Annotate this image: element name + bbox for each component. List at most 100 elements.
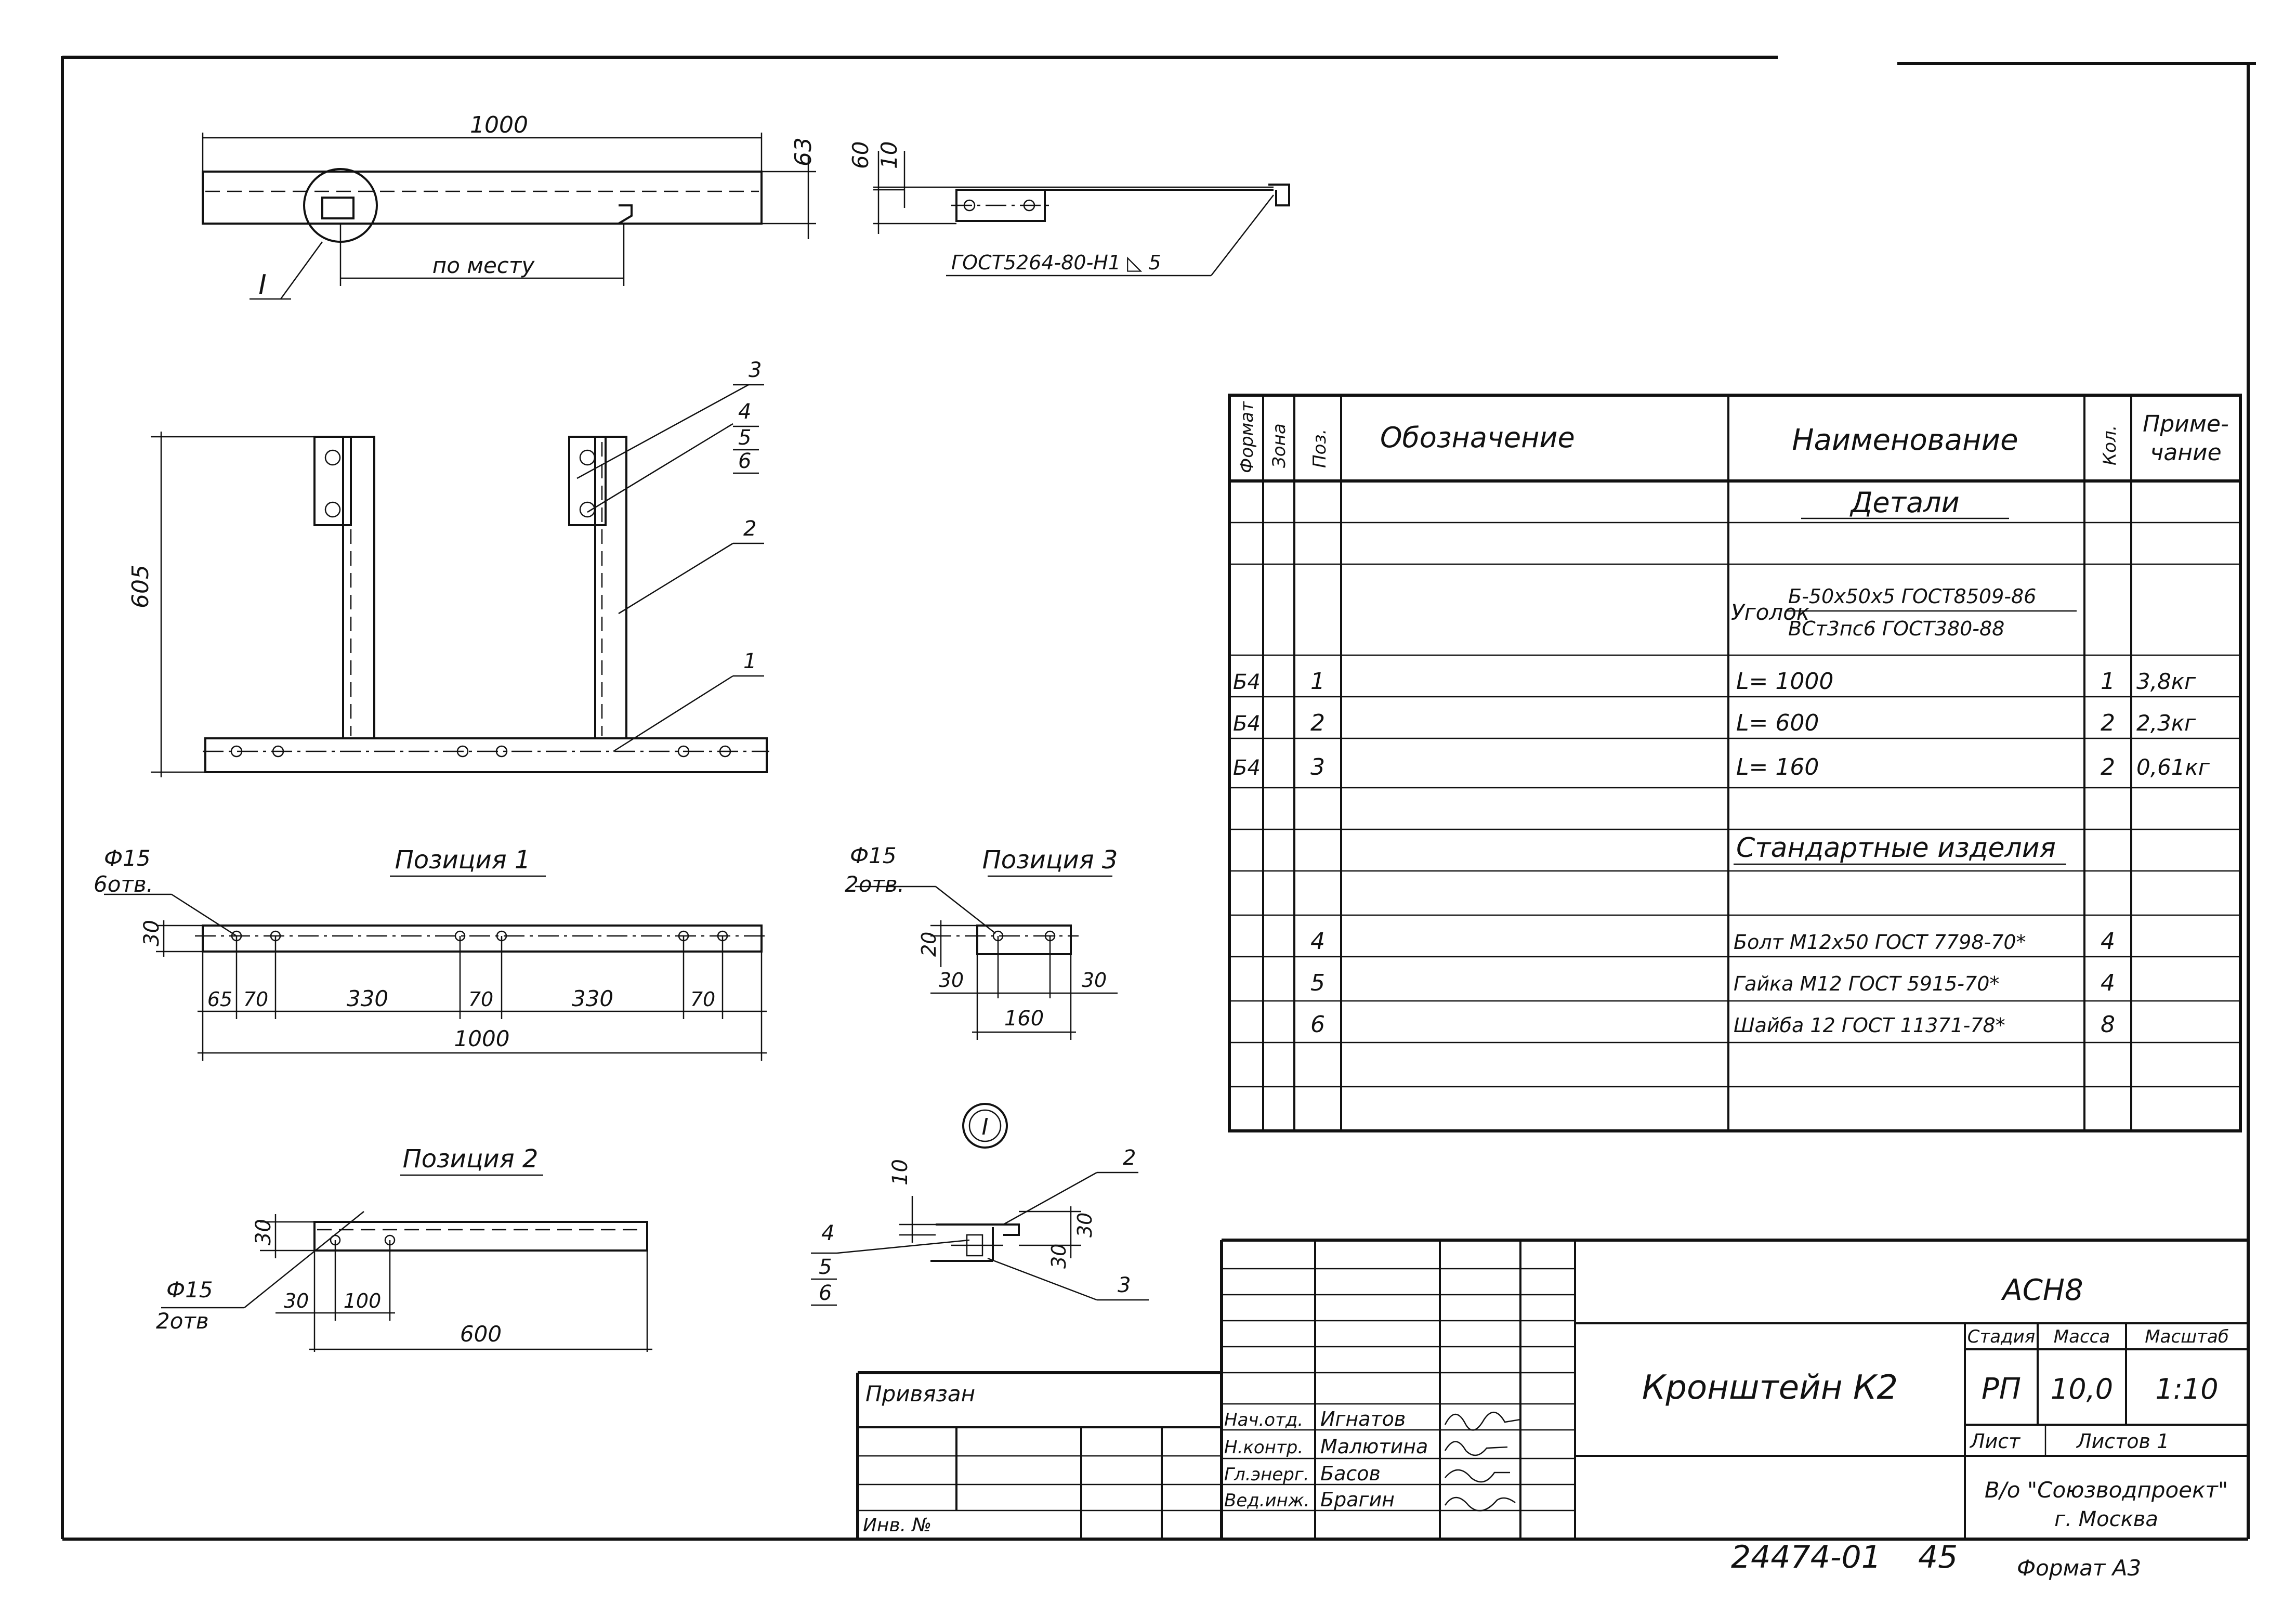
pos3-dim-20: 20 — [917, 932, 940, 957]
tb-code: АСН8 — [2001, 1273, 2083, 1307]
tb-stage: РП — [1982, 1372, 2021, 1406]
row2-qty: 2 — [2101, 710, 2115, 736]
hdr-zone: Зона — [1269, 423, 1290, 468]
tb-scale-label: Масштаб — [2145, 1326, 2229, 1347]
std3-qty: 8 — [2101, 1011, 2115, 1038]
std3-pos: 6 — [1310, 1011, 1325, 1038]
row1-note: 3,8кг — [2136, 669, 2196, 694]
pos1-dim-65: 65 — [207, 988, 232, 1011]
signatures — [1444, 1411, 1521, 1512]
tb-stage-label: Стадия — [1967, 1326, 2035, 1347]
row2-format: Б4 — [1233, 712, 1261, 736]
std1-qty: 4 — [2101, 928, 2115, 955]
hdr-name: Наименование — [1792, 423, 2018, 457]
row3-name: L= 160 — [1736, 754, 1819, 780]
tb-name-1: Игнатов — [1320, 1408, 1406, 1430]
material-top: Б-50х50х5 ГОСТ8509-86 — [1788, 585, 2036, 608]
side-dim-60: 60 — [848, 141, 873, 169]
detail-dim-30b: 30 — [1073, 1213, 1096, 1238]
detail-dim-10: 10 — [888, 1159, 912, 1186]
border-frame — [61, 56, 2256, 1541]
title-block: АСН8 Кронштейн К2 Стадия Масса Масштаб Р… — [856, 1239, 2248, 1539]
pos1-dim-70c: 70 — [690, 988, 715, 1011]
pos2-dim-100: 100 — [344, 1290, 382, 1312]
tb-inv-no: Инв. № — [863, 1515, 931, 1536]
pos3-title: Позиция 3 — [982, 845, 1118, 875]
tb-role-1: Нач.отд. — [1224, 1410, 1303, 1430]
tb-scale: 1:10 — [2155, 1373, 2218, 1405]
front-view: 605 3 4 5 6 2 1 — [127, 358, 769, 777]
pos1-dim-width: 30 — [140, 920, 164, 946]
weld-note: ГОСТ5264-80-Н1 ◺ 5 — [951, 251, 1161, 274]
footer-format: Формат А3 — [2017, 1555, 2141, 1581]
pos1-dim-70a: 70 — [243, 988, 268, 1011]
detail-label: I — [982, 1114, 989, 1140]
pos3-dim-30-right: 30 — [1082, 969, 1107, 992]
row1-name: L= 1000 — [1736, 668, 1833, 695]
std3-name: Шайба 12 ГОСТ 11371-78* — [1734, 1014, 2005, 1037]
std1-pos: 4 — [1310, 928, 1325, 955]
pos2-title: Позиция 2 — [403, 1144, 539, 1174]
top-callout: I — [258, 269, 266, 301]
tb-name-4: Брагин — [1320, 1488, 1395, 1511]
pos3-hole-count: 2отв. — [845, 871, 904, 897]
side-view: 60 10 ГОСТ5264-80-Н1 ◺ 5 — [848, 141, 1290, 277]
hdr-note-1: Приме- — [2143, 411, 2229, 437]
leader-4: 4 — [738, 400, 751, 424]
material-prefix: Уголок — [1731, 600, 1810, 625]
row2-name: L= 600 — [1736, 710, 1819, 736]
row3-pos: 3 — [1310, 754, 1325, 780]
pos1-view: Позиция 1 Ф15 6отв. 30 65 70 330 70 330 … — [94, 845, 769, 1061]
std2-qty: 4 — [2101, 970, 2115, 996]
row1-pos: 1 — [1310, 668, 1325, 695]
top-view: 1000 63 по месту I — [202, 112, 817, 301]
pos1-title: Позиция 1 — [395, 845, 531, 875]
detail-leader-6: 6 — [819, 1281, 832, 1305]
hdr-pos: Поз. — [1309, 429, 1330, 468]
hdr-qty: Кол. — [2100, 425, 2120, 465]
pos3-hole-dia: Ф15 — [850, 843, 897, 868]
top-dim-height: 63 — [790, 137, 817, 166]
footer-number: 24474-01 — [1731, 1539, 1881, 1575]
leader-1: 1 — [743, 649, 756, 673]
section-standard: Стандартные изделия — [1736, 832, 2056, 864]
leader-2: 2 — [743, 517, 756, 541]
pos2-dim-width: 30 — [252, 1219, 275, 1245]
row2-note: 2,3кг — [2136, 710, 2196, 736]
top-dim-length: 1000 — [470, 112, 528, 138]
tb-title: Кронштейн К2 — [1642, 1369, 1898, 1407]
std1-name: Болт М12х50 ГОСТ 7798-70* — [1734, 931, 2026, 954]
tb-privyazan: Привязан — [865, 1381, 975, 1406]
detail-leader-2: 2 — [1123, 1146, 1136, 1170]
detail-view: I 10 30 30 2 3 4 5 6 — [811, 1103, 1149, 1306]
material-bottom: ВСт3пс6 ГОСТ380-88 — [1788, 617, 2004, 640]
pos1-dim-330a: 330 — [347, 986, 388, 1011]
detail-leader-3: 3 — [1118, 1273, 1131, 1297]
tb-sheet-label: Лист — [1969, 1430, 2021, 1453]
pos1-dim-total: 1000 — [454, 1026, 510, 1051]
pos2-hole-count: 2отв — [156, 1308, 209, 1334]
tb-role-3: Гл.энерг. — [1224, 1464, 1309, 1485]
pos3-dim-total: 160 — [1004, 1007, 1044, 1031]
std2-pos: 5 — [1310, 970, 1325, 996]
tb-sheets-label: Листов 1 — [2076, 1430, 2169, 1453]
section-details: Детали — [1849, 486, 1960, 519]
detail-leader-4: 4 — [821, 1221, 834, 1245]
row1-qty: 1 — [2101, 668, 2115, 695]
hdr-format: Формат — [1237, 401, 1257, 473]
side-dim-10: 10 — [876, 141, 902, 169]
pos3-view: Позиция 3 Ф15 2отв. 20 30 30 160 — [845, 843, 1118, 1040]
leader-3: 3 — [749, 358, 762, 382]
row1-format: Б4 — [1233, 670, 1261, 694]
footer-page: 45 — [1918, 1539, 1958, 1575]
tb-org-1: В/о "Союзводпроект" — [1985, 1477, 2228, 1503]
hdr-designation: Обозначение — [1380, 421, 1575, 454]
pos3-dim-30-left: 30 — [939, 969, 964, 992]
tb-role-4: Вед.инж. — [1224, 1490, 1309, 1511]
pos2-hole-dia: Ф15 — [166, 1277, 213, 1303]
front-dim-height: 605 — [127, 565, 154, 608]
pos1-hole-dia: Ф15 — [104, 845, 151, 871]
row3-format: Б4 — [1233, 756, 1261, 780]
tb-mass: 10,0 — [2051, 1373, 2113, 1405]
